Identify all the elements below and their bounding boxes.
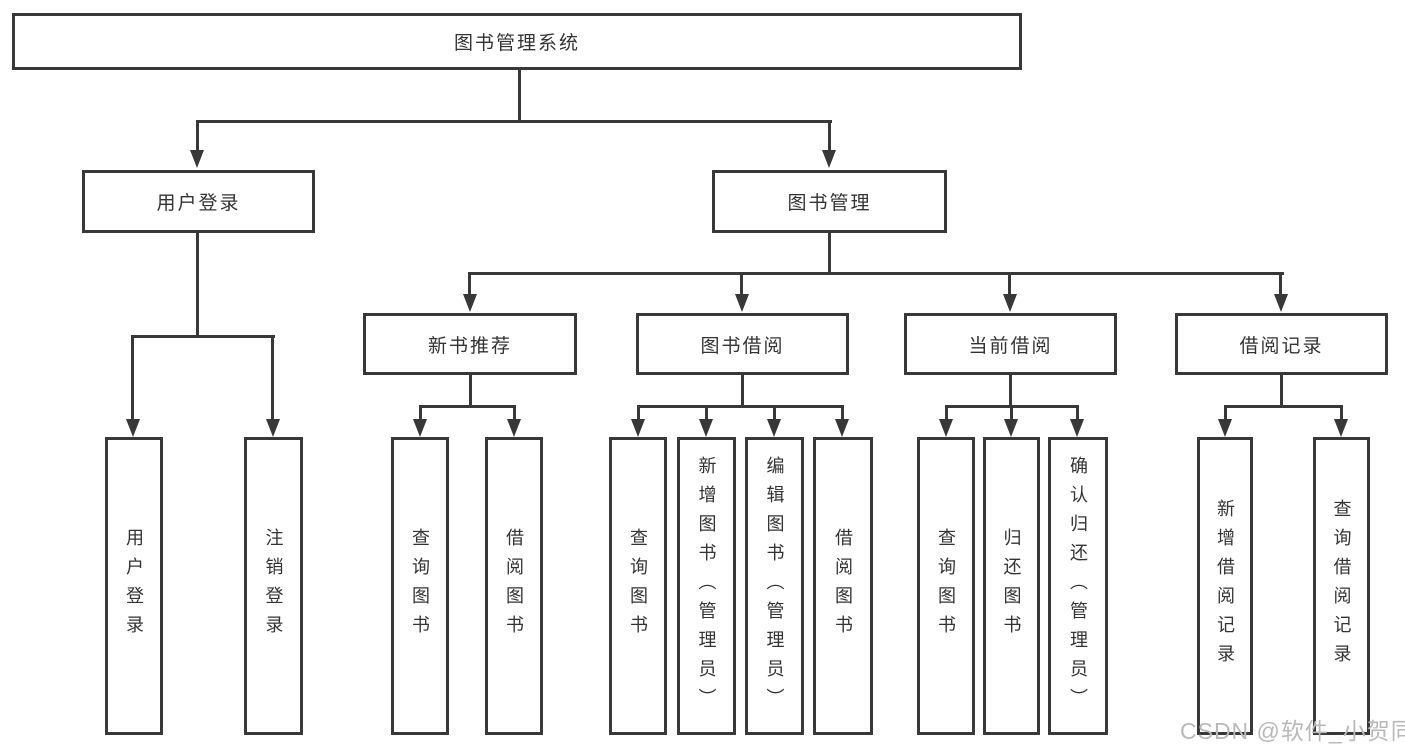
leaf-logout: 注销登录 [244, 437, 303, 735]
node-book-management: 图书管理 [712, 170, 947, 233]
node-book-borrow: 图书借阅 [636, 313, 849, 375]
connector-line [1009, 375, 1012, 407]
arrowhead-icon [1003, 294, 1017, 312]
node-new-book-recommend: 新书推荐 [363, 313, 577, 375]
connector-line [419, 405, 516, 408]
connector-line [1224, 405, 1343, 408]
leaf-borrow-add: 新增图书（管理员） [677, 437, 736, 735]
arrowhead-icon [1218, 419, 1232, 437]
connector-line [196, 233, 199, 337]
leaf-borrow-borrow-label: 借阅图书 [833, 528, 853, 644]
connector-line [705, 407, 708, 421]
connector-line [419, 407, 422, 421]
arrowhead-icon [822, 150, 836, 168]
arrowhead-icon [413, 419, 427, 437]
arrowhead-icon [1334, 419, 1348, 437]
leaf-current-confirm-label: 确认归还（管理员） [1068, 455, 1088, 717]
connector-line [1076, 407, 1079, 421]
arrowhead-icon [767, 419, 781, 437]
connector-line [740, 274, 743, 295]
connector-line [131, 335, 275, 338]
leaf-records-add-label: 新增借阅记录 [1215, 499, 1235, 673]
connector-line [828, 233, 831, 274]
arrowhead-icon [463, 294, 477, 312]
connector-line [271, 337, 274, 421]
leaf-newbook-query-label: 查询图书 [410, 528, 430, 644]
connector-line [1008, 274, 1011, 295]
arrowhead-icon [126, 419, 140, 437]
node-user-login: 用户登录 [82, 170, 315, 233]
arrowhead-icon [1274, 294, 1288, 312]
connector-line [1279, 274, 1282, 295]
connector-line [468, 272, 1284, 275]
connector-line [1280, 375, 1283, 407]
leaf-borrow-query-label: 查询图书 [628, 528, 648, 644]
leaf-borrow-add-label: 新增图书（管理员） [696, 455, 717, 717]
leaf-borrow-query: 查询图书 [609, 437, 667, 735]
node-borrow-records: 借阅记录 [1175, 313, 1388, 375]
connector-line [513, 407, 516, 421]
leaf-borrow-edit-label: 编辑图书（管理员） [764, 455, 785, 717]
connector-line [773, 407, 776, 421]
node-borrow-records-label: 借阅记录 [1239, 335, 1324, 357]
connector-line [741, 375, 744, 407]
connector-line [637, 407, 640, 421]
connector-line [131, 337, 134, 421]
node-current-borrow: 当前借阅 [904, 313, 1117, 375]
leaf-records-query-label: 查询借阅记录 [1331, 499, 1352, 673]
connector-line [1010, 407, 1013, 421]
connector-line [518, 68, 521, 122]
leaf-borrow-borrow: 借阅图书 [813, 437, 873, 735]
arrowhead-icon [507, 419, 521, 437]
node-new-book-recommend-label: 新书推荐 [427, 335, 512, 357]
leaf-records-add: 新增借阅记录 [1197, 437, 1253, 735]
connector-line [841, 407, 844, 421]
leaf-newbook-borrow: 借阅图书 [485, 437, 543, 735]
leaf-current-query: 查询图书 [917, 437, 975, 735]
leaf-current-confirm: 确认归还（管理员） [1048, 437, 1108, 735]
node-user-login-label: 用户登录 [156, 193, 241, 214]
arrowhead-icon [699, 419, 713, 437]
leaf-current-return: 归还图书 [983, 437, 1040, 735]
leaf-current-query-label: 查询图书 [936, 528, 956, 644]
connector-line [637, 405, 844, 408]
arrowhead-icon [735, 294, 749, 312]
arrowhead-icon [190, 150, 204, 168]
node-root-label: 图书管理系统 [453, 33, 580, 54]
connector-line [945, 407, 948, 421]
arrowhead-icon [939, 419, 953, 437]
leaf-current-return-label: 归还图书 [1001, 528, 1022, 644]
leaf-logout-label: 注销登录 [263, 528, 284, 644]
arrowhead-icon [835, 419, 849, 437]
connector-line [196, 122, 199, 152]
leaf-records-query: 查询借阅记录 [1313, 437, 1370, 735]
connector-line [196, 120, 832, 123]
node-book-borrow-label: 图书借阅 [700, 335, 785, 357]
connector-line [1340, 407, 1343, 421]
connector-line [1224, 407, 1227, 421]
arrowhead-icon [266, 419, 280, 437]
leaf-user-login: 用户登录 [105, 437, 163, 735]
connector-line [828, 122, 831, 152]
arrowhead-icon [631, 419, 645, 437]
connector-line [469, 375, 472, 407]
leaf-borrow-edit: 编辑图书（管理员） [745, 437, 804, 735]
leaf-newbook-borrow-label: 借阅图书 [504, 528, 524, 644]
arrowhead-icon [1004, 419, 1018, 437]
node-root: 图书管理系统 [12, 13, 1022, 70]
node-book-management-label: 图书管理 [787, 193, 872, 214]
csdn-watermark: CSDN @软件_小贺同学 [1180, 718, 1405, 744]
leaf-newbook-query: 查询图书 [391, 437, 449, 735]
node-current-borrow-label: 当前借阅 [968, 335, 1053, 357]
arrowhead-icon [1070, 419, 1084, 437]
connector-line [468, 274, 471, 295]
leaf-user-login-label: 用户登录 [124, 528, 144, 644]
connector-line [945, 405, 1079, 408]
